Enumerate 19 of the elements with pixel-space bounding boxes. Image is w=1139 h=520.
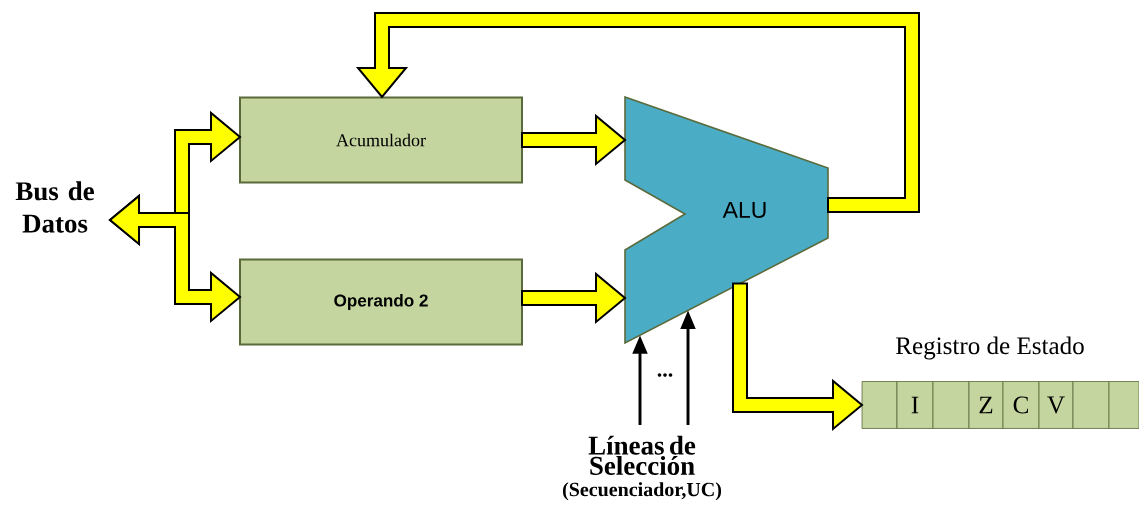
bus-arrow xyxy=(108,193,242,324)
register-cell: Z xyxy=(968,381,1004,429)
selection-label: Líneas de Selección (Secuenciador,UC) xyxy=(563,435,722,501)
register-box: Acumulador xyxy=(239,96,523,184)
empty-cell xyxy=(861,381,898,429)
register-cell: V xyxy=(1038,381,1074,429)
ellipsis-label: ... xyxy=(657,373,673,377)
bus-label: Bus de Datos xyxy=(15,181,94,233)
register-cell: I xyxy=(896,381,934,429)
empty-cell xyxy=(932,381,970,429)
register-cell: C xyxy=(1002,381,1040,429)
empty-cell xyxy=(1108,381,1139,429)
node-label: Registro de Estado xyxy=(896,336,1084,360)
empty-cell xyxy=(1072,381,1110,429)
bus-arrow xyxy=(732,282,864,432)
bus-arrow xyxy=(355,12,920,213)
register-box: Operando 2 xyxy=(239,258,523,346)
bus-arrow xyxy=(521,271,627,325)
bus-arrow xyxy=(521,113,627,167)
